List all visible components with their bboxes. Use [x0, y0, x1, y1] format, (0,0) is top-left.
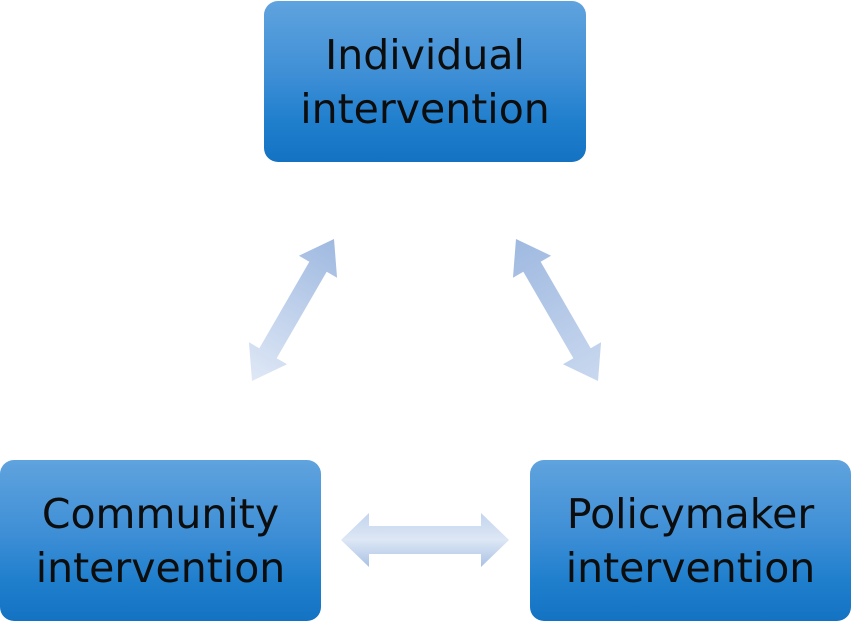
- policymaker-line2: intervention: [565, 543, 816, 592]
- policymaker-intervention-box: Policymaker intervention: [530, 460, 851, 621]
- arrow-individual-community: [248, 238, 338, 382]
- policymaker-line1: Policymaker: [566, 489, 815, 538]
- individual-line1: Individual: [325, 30, 525, 79]
- community-intervention-box: Community intervention: [0, 460, 321, 621]
- arrow-individual-policymaker: [512, 238, 602, 382]
- individual-line2: intervention: [300, 84, 550, 133]
- arrow-community-policymaker: [341, 513, 509, 567]
- individual-intervention-box: Individual intervention: [264, 1, 586, 162]
- community-line1: Community: [41, 489, 280, 538]
- community-line2: intervention: [35, 543, 286, 592]
